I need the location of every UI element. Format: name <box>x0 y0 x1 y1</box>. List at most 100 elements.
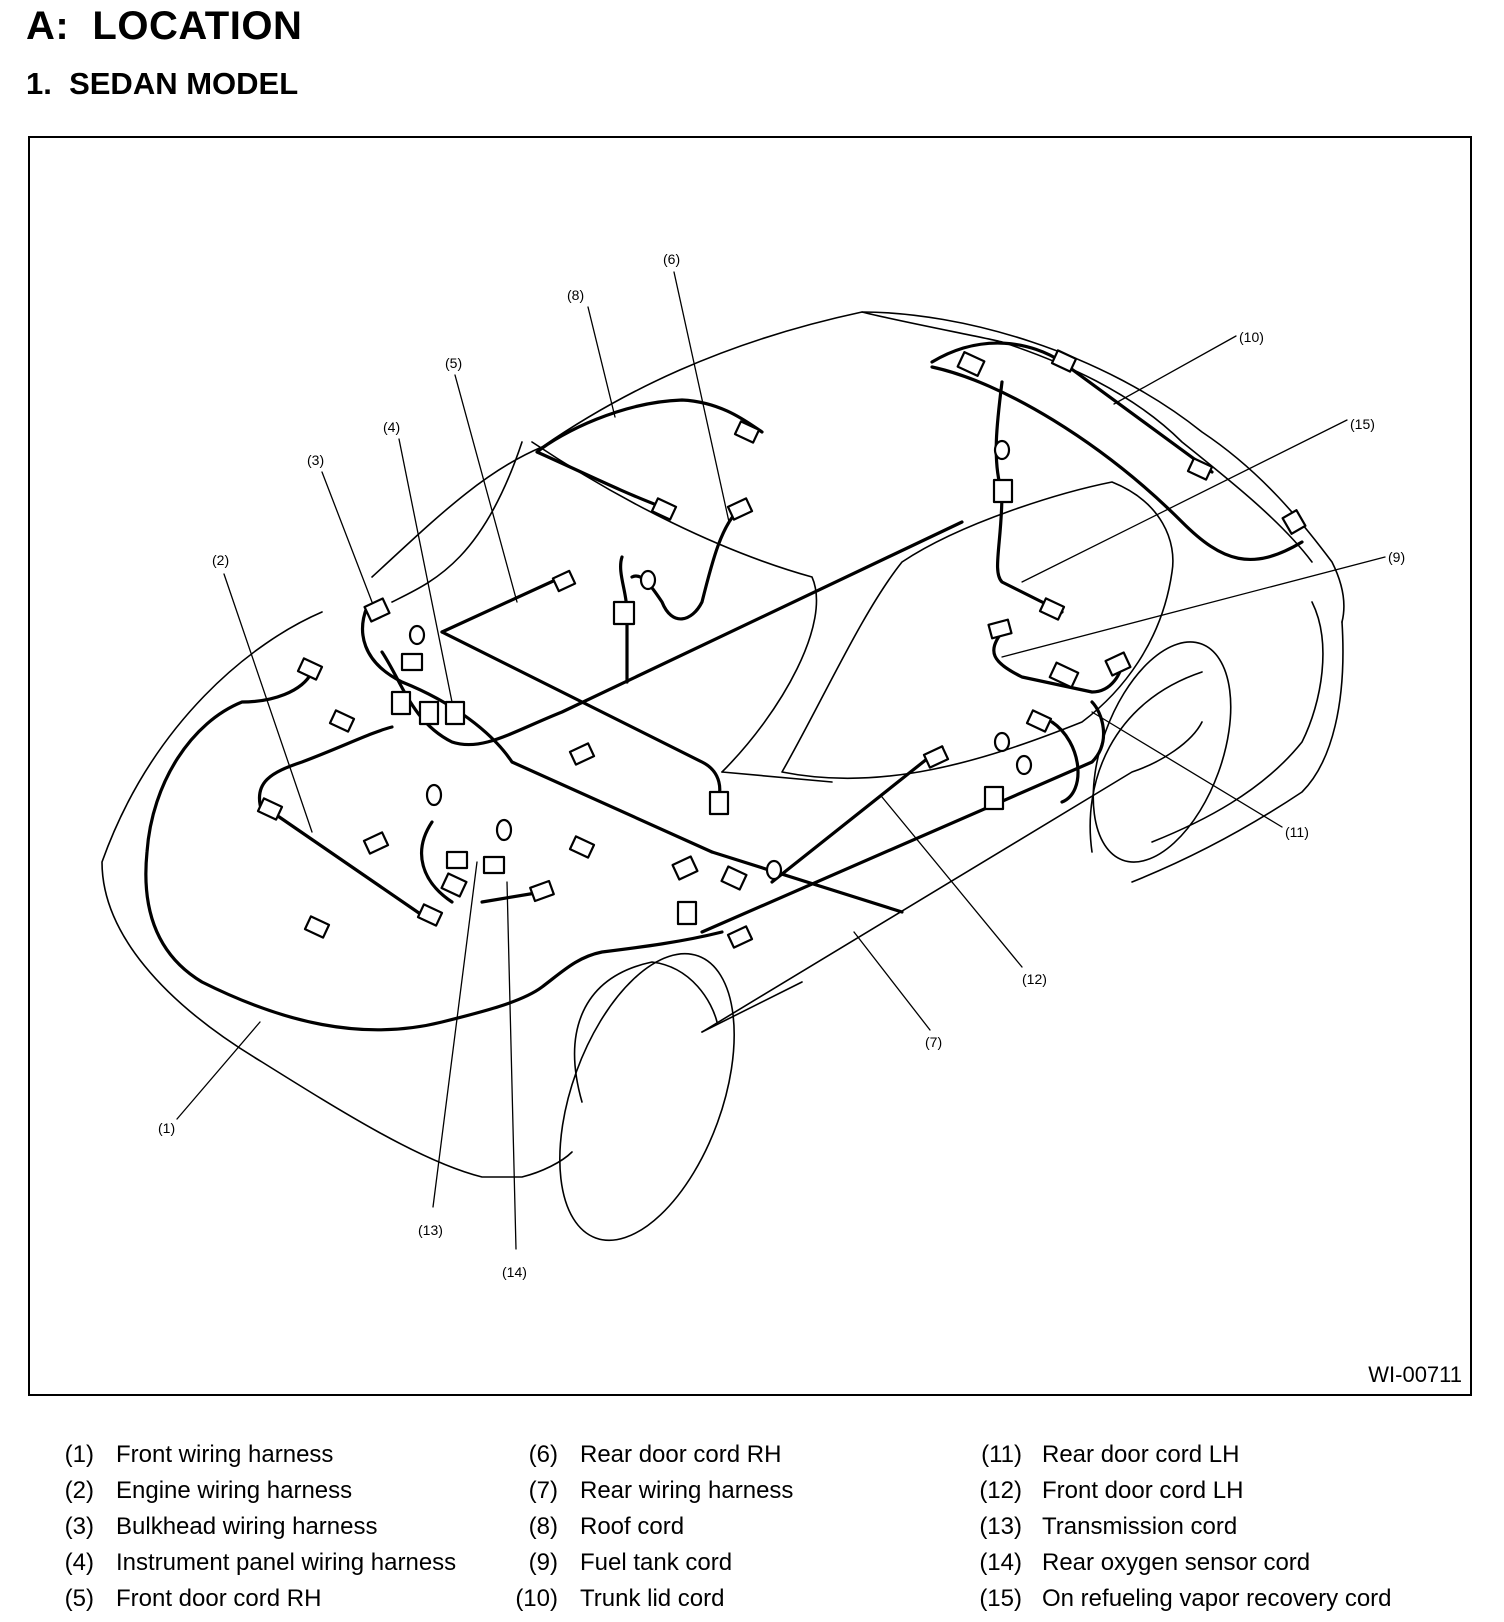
grommet <box>408 624 426 646</box>
legend-number: (10) <box>515 1585 558 1612</box>
callout-15: (15) <box>1350 416 1375 432</box>
b-pillar <box>721 771 833 783</box>
legend-number: (5) <box>64 1585 94 1612</box>
legend-label: Front wiring harness <box>116 1441 334 1468</box>
grommet <box>993 731 1011 753</box>
windshield-top <box>541 311 1003 448</box>
wire-roof-cord <box>535 398 764 509</box>
connectors <box>256 349 1307 949</box>
connector <box>445 850 469 870</box>
leader-14 <box>506 881 517 1250</box>
legend-label: Rear wiring harness <box>580 1477 794 1504</box>
leader-11 <box>1091 711 1283 828</box>
leader-8 <box>587 306 616 418</box>
connector <box>1281 509 1307 535</box>
legend-number: (15) <box>979 1585 1022 1612</box>
connector <box>482 855 506 875</box>
connector <box>992 478 1014 504</box>
legend-item: (15) On refueling vapor recovery cord <box>976 1581 1391 1617</box>
connector <box>1104 651 1132 677</box>
connector <box>256 797 284 821</box>
connector <box>720 865 748 891</box>
legend-item: (12) Front door cord LH <box>976 1473 1243 1509</box>
leader-9 <box>1001 556 1386 658</box>
legend-label: Rear door cord LH <box>1042 1441 1240 1468</box>
connector <box>444 700 466 726</box>
callout-9: (9) <box>1388 549 1405 565</box>
legend-label: On refueling vapor recovery cord <box>1042 1585 1392 1612</box>
legend-item: (8) Roof cord <box>526 1509 684 1545</box>
leader-4 <box>398 438 453 703</box>
legend-label: Bulkhead wiring harness <box>116 1513 378 1540</box>
callout-10: (10) <box>1239 329 1264 345</box>
legend-item: (1) Front wiring harness <box>62 1437 334 1473</box>
legend-number: (3) <box>64 1513 94 1540</box>
subsection-heading: 1. SEDAN MODEL <box>26 66 299 101</box>
legend-label: Rear oxygen sensor cord <box>1042 1549 1311 1576</box>
connector <box>303 915 331 939</box>
leader-2 <box>223 573 313 833</box>
figure-frame: (1) (2) (3) (4) (5) (6) (7) (8) (9) (10)… <box>28 136 1472 1396</box>
legend-number: (11) <box>981 1441 1022 1468</box>
windshield-lower <box>391 441 818 773</box>
grommet <box>993 439 1011 461</box>
legend-label: Front door cord LH <box>1042 1477 1244 1504</box>
rear-wheel-arch <box>1089 671 1203 853</box>
callout-6: (6) <box>663 251 680 267</box>
connector <box>390 690 412 716</box>
wire-transmission <box>420 820 454 904</box>
connector <box>418 700 440 726</box>
legend-item: (5) Front door cord RH <box>62 1581 322 1617</box>
connector <box>328 709 356 733</box>
legend-label: Trunk lid cord <box>580 1585 725 1612</box>
leader-7 <box>853 931 931 1031</box>
lower-body <box>701 981 803 1033</box>
connector <box>363 597 391 623</box>
front-wheel-arch <box>573 961 718 1103</box>
rocker-panel <box>701 721 1203 1033</box>
legend-item: (14) Rear oxygen sensor cord <box>976 1545 1310 1581</box>
leader-3 <box>321 471 373 603</box>
leader-12 <box>881 796 1023 968</box>
callout-12: (12) <box>1022 971 1047 987</box>
legend-item: (2) Engine wiring harness <box>62 1473 352 1509</box>
hood-edge <box>371 446 543 578</box>
legend-number: (6) <box>528 1441 558 1468</box>
trunk-edge <box>1131 621 1344 883</box>
connector <box>671 855 699 881</box>
callout-labels: (1) (2) (3) (4) (5) (6) (7) (8) (9) (10)… <box>158 251 1405 1280</box>
connector <box>987 618 1013 640</box>
legend-item: (7) Rear wiring harness <box>526 1473 794 1509</box>
legend-item: (13) Transmission cord <box>976 1509 1237 1545</box>
grommet <box>1015 754 1033 776</box>
wire-front-door-lh <box>770 745 944 884</box>
legend-label: Roof cord <box>580 1513 685 1540</box>
wire-front-door-rh <box>440 575 564 634</box>
rear-window <box>781 481 1174 780</box>
connector <box>1186 457 1214 481</box>
wire-rear-harness <box>700 700 1106 934</box>
connector <box>612 600 636 626</box>
legend-number: (12) <box>979 1477 1022 1504</box>
connector <box>440 872 468 898</box>
leader-15 <box>1021 419 1348 583</box>
wire-trunk-lid <box>930 341 1304 562</box>
callout-2: (2) <box>212 552 229 568</box>
grommet <box>425 783 443 807</box>
callout-4: (4) <box>383 419 400 435</box>
legend-number: (9) <box>528 1549 558 1576</box>
connector <box>1025 709 1053 733</box>
connector <box>568 742 596 766</box>
legend-number: (13) <box>979 1513 1022 1540</box>
legend-number: (1) <box>64 1441 94 1468</box>
wire-engine-harness <box>257 725 434 924</box>
wire-rear-door-lh <box>1050 720 1080 804</box>
connector <box>551 569 577 593</box>
legend-label: Fuel tank cord <box>580 1549 733 1576</box>
callout-1: (1) <box>158 1120 175 1136</box>
connector <box>400 652 424 672</box>
connector <box>733 420 761 444</box>
wire-fuel-tank <box>992 630 1124 694</box>
legend-item: (9) Fuel tank cord <box>526 1545 732 1581</box>
leader-lines <box>176 271 1386 1250</box>
